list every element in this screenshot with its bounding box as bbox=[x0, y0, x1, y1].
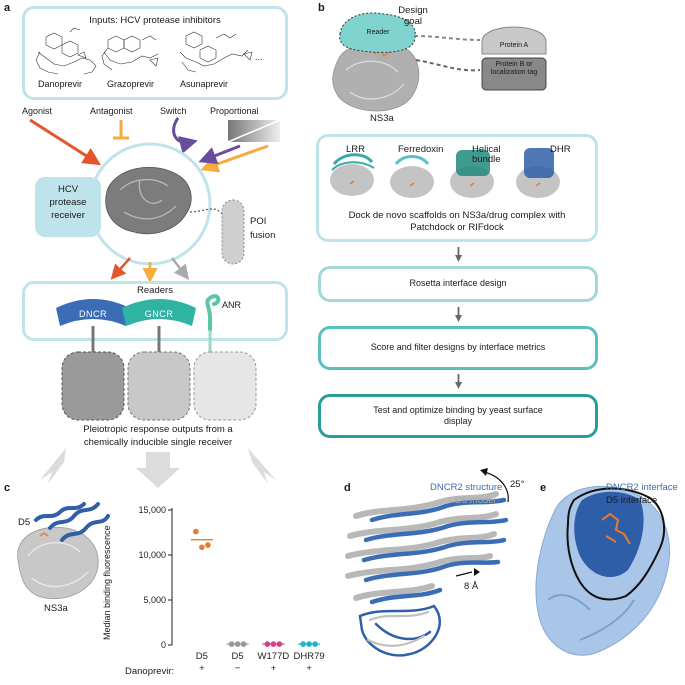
dncr2-structure-label: DNCR2 structure bbox=[430, 482, 503, 493]
y-tick-label: 0 bbox=[161, 640, 166, 650]
poi-label: POI fusion bbox=[250, 216, 276, 242]
step-score-filter: Score and filter designs by interface me… bbox=[318, 326, 598, 370]
protein-a-label: Protein A bbox=[499, 42, 529, 49]
output-blob-light bbox=[193, 351, 257, 421]
drug-danoprevir: Danoprevir bbox=[38, 79, 83, 89]
d5-label-c: D5 bbox=[18, 517, 31, 528]
dncr-shape bbox=[56, 299, 130, 326]
danoprevir-sign: − bbox=[235, 663, 241, 674]
reader-dncr: DNCR bbox=[79, 309, 107, 319]
agonist-arrow bbox=[29, 118, 102, 166]
protein-a-shape bbox=[481, 26, 547, 55]
dncr2-interface-label: DNCR2 interface bbox=[606, 482, 678, 493]
panel-letter-d: d bbox=[344, 482, 351, 494]
mode-proportional: Proportional bbox=[210, 106, 259, 116]
scaffold-lrr: LRR bbox=[346, 144, 366, 155]
readers-title: Readers bbox=[137, 285, 173, 296]
poi-fusion-shape bbox=[221, 199, 245, 265]
danoprevir-sign: + bbox=[271, 663, 277, 674]
x-tick-label: D5 bbox=[196, 651, 208, 662]
output-blob-dark bbox=[61, 351, 125, 421]
data-point bbox=[264, 641, 271, 647]
data-point bbox=[300, 641, 306, 647]
d5-interface-outline bbox=[566, 487, 666, 601]
data-point bbox=[193, 528, 199, 535]
danoprevir-sign: + bbox=[306, 663, 312, 674]
panel-letter-c: c bbox=[4, 482, 11, 494]
data-point bbox=[312, 641, 318, 647]
data-point bbox=[228, 641, 235, 647]
danoprevir-sign: + bbox=[199, 663, 205, 674]
receiver-label-box bbox=[35, 177, 101, 237]
inputs-title: Inputs: HCV protease inhibitors bbox=[89, 15, 221, 26]
output-blob-mid bbox=[127, 351, 191, 421]
x-tick-label: DHR79 bbox=[294, 651, 325, 662]
y-tick-label: 15,000 bbox=[138, 505, 166, 515]
drug-asunaprevir: Asunaprevir bbox=[180, 79, 229, 89]
y-tick-label: 5,000 bbox=[143, 595, 166, 605]
reader-gncr: GNCR bbox=[144, 309, 174, 319]
receiver-label: HCV protease receiver bbox=[49, 184, 87, 221]
scaffold-ferredoxin: Ferredoxin bbox=[398, 144, 444, 155]
data-point bbox=[306, 641, 312, 647]
gncr-shape bbox=[122, 299, 196, 326]
data-point bbox=[240, 641, 247, 647]
outputs-text: Pleiotropic response outputs from a chem… bbox=[83, 424, 233, 448]
drug-grazoprevir: Grazoprevir bbox=[107, 79, 155, 89]
data-point bbox=[234, 641, 241, 647]
data-point bbox=[276, 641, 283, 647]
data-point bbox=[199, 544, 205, 551]
drug-more: ... bbox=[255, 52, 263, 62]
shift-label: 8 Å bbox=[464, 581, 479, 592]
y-tick-label: 10,000 bbox=[138, 550, 166, 560]
reader-blob bbox=[339, 12, 416, 53]
scaffold-dhr: DHR bbox=[550, 144, 571, 155]
data-point bbox=[270, 641, 277, 647]
mode-switch: Switch bbox=[160, 106, 187, 116]
reader-label-b: Reader bbox=[366, 29, 390, 36]
step-yeast-display: Test and optimize binding by yeast surfa… bbox=[318, 394, 598, 438]
mode-antagonist: Antagonist bbox=[90, 106, 133, 116]
d5-interface-label: D5 interface bbox=[606, 495, 658, 506]
reader-anr: ANR bbox=[222, 300, 242, 310]
panel-letter-b: b bbox=[318, 2, 325, 14]
ns3a-label-b: NS3a bbox=[370, 113, 394, 124]
x-tick-label: D5 bbox=[232, 651, 244, 662]
design-goal-label: Design goal bbox=[398, 5, 428, 27]
d5-model-label: D5 model bbox=[455, 495, 496, 506]
mode-agonist: Agonist bbox=[22, 106, 53, 116]
angle-label: 25° bbox=[510, 479, 525, 490]
protein-b-shape bbox=[481, 57, 547, 91]
protein-b-label: Protein B or localization tag bbox=[490, 61, 538, 77]
anr-shape bbox=[205, 294, 221, 332]
data-point bbox=[205, 542, 211, 548]
inputs-box bbox=[22, 6, 288, 100]
switch-arrow bbox=[172, 117, 198, 154]
scaffold-helical-bundle: Helical bundle bbox=[472, 144, 501, 166]
danoprevir-label: Danoprevir: bbox=[125, 666, 175, 677]
step-rosetta: Rosetta interface design bbox=[318, 266, 598, 302]
panel-letter-e: e bbox=[540, 482, 547, 494]
ns3a-label-c: NS3a bbox=[44, 603, 68, 614]
dock-text: Dock de novo scaffolds on NS3a/drug comp… bbox=[348, 210, 566, 234]
x-tick-label: W177D bbox=[258, 651, 290, 662]
panel-letter-a: a bbox=[4, 2, 11, 14]
